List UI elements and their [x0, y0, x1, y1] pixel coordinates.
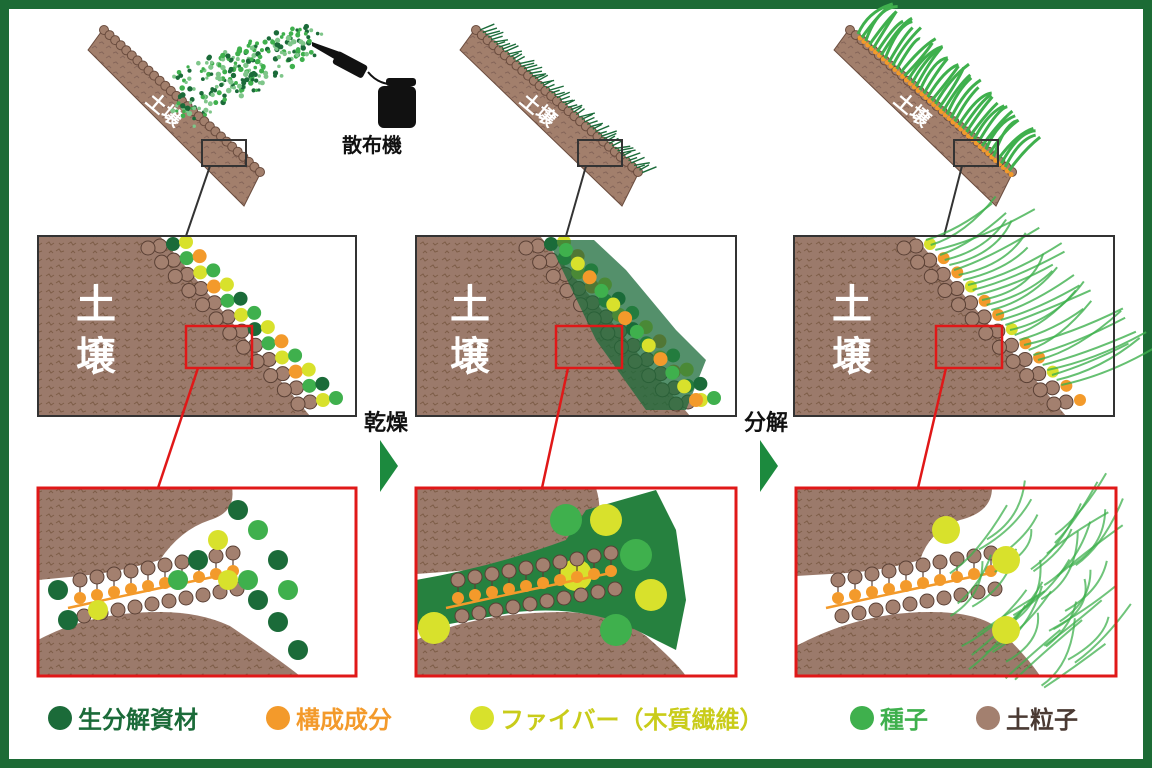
- legend: 生分解資材 構成成分 ファイバー（木質繊維） 種子 土粒子: [0, 688, 1152, 748]
- highlight-box-1: [184, 324, 254, 370]
- panel-1-spraying: 土壌 散布機 土 壌: [36, 23, 416, 678]
- legend-swatch-yellow: [470, 705, 494, 730]
- slope-strip-2: 土壌: [459, 23, 657, 207]
- panel-3-decomposition: 土壌 土 壌: [793, 2, 1152, 689]
- detail-panel-2: [414, 486, 738, 678]
- soil-label-big-1a: 土: [76, 282, 116, 328]
- sprayer-label: 散布機: [342, 133, 402, 157]
- soil-label-big-1b: 壌: [76, 334, 117, 380]
- detail-panel-1: [36, 486, 358, 678]
- zoom-marker-1: [201, 139, 247, 167]
- legend-item-biodegradable: 生分解資材: [48, 700, 198, 735]
- step-label-decompose: 分解: [744, 410, 788, 436]
- soil-label-big-2a: 土: [450, 282, 490, 328]
- legend-label: 構成成分: [296, 706, 392, 734]
- sprayer-icon: [312, 42, 416, 128]
- legend-item-component: 構成成分: [266, 700, 392, 735]
- arrow-right-icon-2: [760, 440, 778, 492]
- soil-label-big-3a: 土: [832, 282, 872, 328]
- slope-strip-3: 土壌: [833, 2, 1042, 207]
- zoom-marker-3: [953, 139, 999, 167]
- arrow-right-icon: [380, 440, 398, 492]
- legend-swatch-brown: [976, 705, 1000, 730]
- step-label-dry: 乾燥: [364, 410, 409, 436]
- mid-panel-1: 土 壌: [37, 235, 357, 417]
- panel-2-drying: 土壌 土 壌: [414, 23, 738, 678]
- highlight-box-2: [554, 324, 624, 370]
- soil-label-big-3b: 壌: [832, 334, 873, 380]
- highlight-box-3: [934, 324, 1004, 370]
- legend-item-fiber: ファイバー（木質繊維）: [470, 700, 764, 735]
- legend-swatch-green: [850, 705, 874, 730]
- legend-label: ファイバー（木質繊維）: [500, 706, 764, 734]
- legend-swatch-orange: [266, 705, 290, 730]
- legend-swatch-dark-green: [48, 705, 72, 730]
- legend-item-soil-particle: 土粒子: [976, 700, 1078, 735]
- legend-label: 種子: [880, 706, 928, 734]
- soil-label-big-2b: 壌: [450, 334, 491, 380]
- legend-label: 土粒子: [1006, 706, 1078, 734]
- mid-panel-2: 土 壌: [415, 235, 737, 417]
- zoom-marker-2: [577, 139, 623, 167]
- spray-mist: [170, 23, 324, 128]
- legend-label: 生分解資材: [78, 706, 198, 734]
- detail-panel-3: [794, 472, 1132, 689]
- mid-panel-3: 土 壌: [793, 195, 1152, 417]
- legend-item-seed: 種子: [850, 700, 928, 735]
